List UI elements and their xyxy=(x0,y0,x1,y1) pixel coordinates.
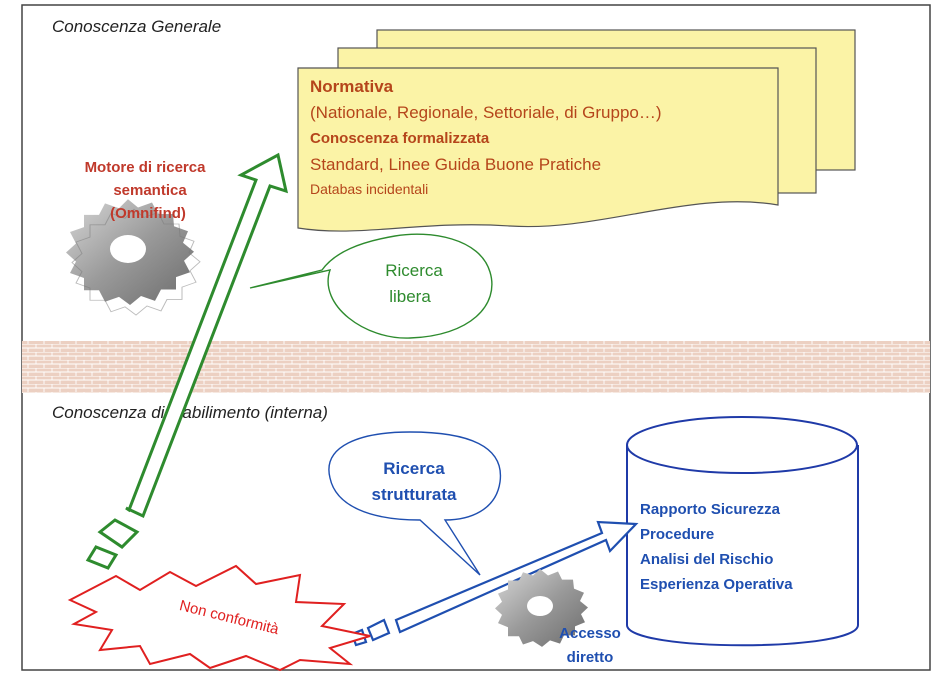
direct-access-line2: diretto xyxy=(567,649,614,666)
free-search-line1: Ricerca xyxy=(385,261,443,280)
gear-icon xyxy=(495,569,588,647)
free-search-callout: Ricerca libera xyxy=(249,233,493,339)
doc-incident-db: Databas incidentali xyxy=(310,181,428,197)
structured-search-callout: Ricerca strutturata xyxy=(328,431,502,576)
database-icon: Rapporto Sicurezza Procedure Analisi del… xyxy=(626,416,859,647)
gear-icon xyxy=(66,199,201,316)
direct-access-line1: Accesso xyxy=(559,625,621,642)
doc-standards: Standard, Linee Guida Buone Pratiche xyxy=(310,155,601,174)
burst-icon: Non conformità xyxy=(67,564,371,672)
db-item-safety-report: Rapporto Sicurezza xyxy=(640,501,781,518)
search-engine-line1: Motore di ricerca xyxy=(85,159,207,176)
doc-normativa: Normativa xyxy=(310,77,394,96)
search-engine-line2: semantica xyxy=(113,182,187,199)
direct-access-arrow xyxy=(350,520,639,647)
structured-search-line1: Ricerca xyxy=(383,459,445,478)
free-search-line2: libera xyxy=(389,287,431,306)
documents-stack: Normativa (Nationale, Regionale, Settori… xyxy=(297,29,856,232)
brick-wall-separator xyxy=(22,341,930,393)
search-engine-line3: (Omnifind) xyxy=(110,205,186,222)
db-item-procedures: Procedure xyxy=(640,526,714,543)
semantic-search-arrow xyxy=(85,152,289,570)
document-front xyxy=(297,67,779,232)
doc-normativa-scope: (Nationale, Regionale, Settoriale, di Gr… xyxy=(310,103,662,122)
doc-formal-knowledge: Conoscenza formalizzata xyxy=(310,130,490,147)
general-knowledge-title: Conoscenza Generale xyxy=(52,17,221,36)
db-item-operating-experience: Esperienza Operativa xyxy=(640,576,793,593)
db-item-risk-analysis: Analisi del Rischio xyxy=(640,551,773,568)
internal-knowledge-title: Conoscenza di stabilimento (interna) xyxy=(52,403,328,422)
structured-search-line2: strutturata xyxy=(371,485,457,504)
